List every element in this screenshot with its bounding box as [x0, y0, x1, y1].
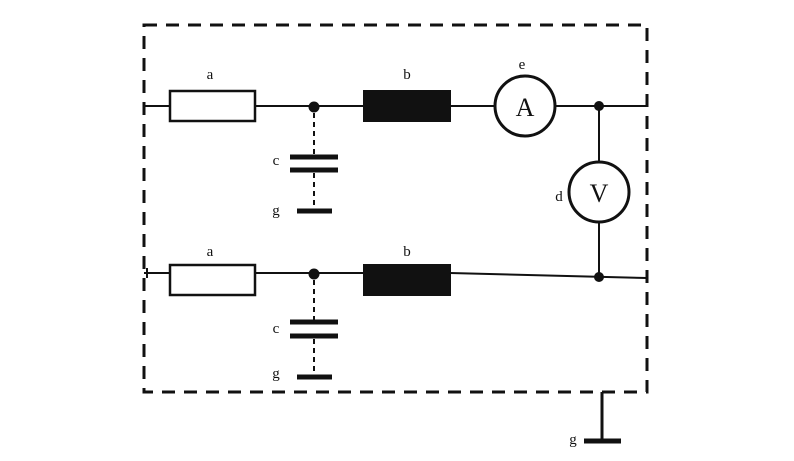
dashed-enclosure	[142, 23, 649, 394]
bottom-resistor	[168, 263, 257, 297]
label-top-capacitor: c	[273, 153, 280, 169]
top-junction-node	[308, 101, 320, 113]
voltmeter-symbol: V	[590, 179, 609, 208]
bottom-right-node	[594, 272, 604, 282]
label-ammeter: e	[519, 57, 526, 73]
label-voltmeter: d	[555, 189, 563, 205]
label-top-ground: g	[272, 203, 280, 219]
label-bottom-ground: g	[272, 366, 280, 382]
label-bottom-capacitor: c	[273, 321, 280, 337]
top-resistor	[168, 89, 257, 123]
bottom-wire-inductor-to-right	[449, 272, 648, 279]
top-inductor	[363, 90, 451, 122]
label-top-inductor: b	[403, 67, 411, 83]
label-outer-ground: g	[569, 432, 577, 448]
ammeter-symbol: A	[516, 93, 535, 122]
label-top-resistor: a	[207, 67, 214, 83]
label-bottom-inductor: b	[403, 244, 411, 260]
label-bottom-resistor: a	[207, 244, 214, 260]
bottom-junction-node	[308, 268, 320, 280]
bottom-inductor	[363, 264, 451, 296]
